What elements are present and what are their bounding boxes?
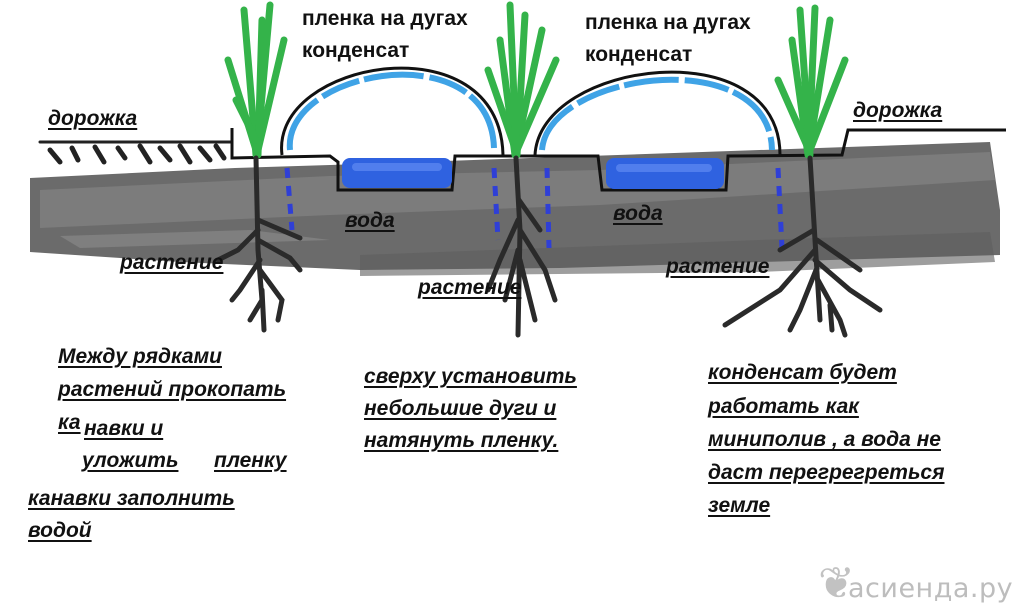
plant-left <box>224 1 288 159</box>
note-right-line3: миниполив , а вода не <box>708 428 941 451</box>
roots-left <box>215 155 303 333</box>
film-arc-left <box>280 66 505 156</box>
watermark-text: асиенда.ру <box>848 573 1014 604</box>
ground-profile <box>230 128 1006 192</box>
note-right-line2: работать как <box>708 395 859 418</box>
note-right-line5: земле <box>708 494 771 517</box>
path-hatching-left <box>38 140 234 165</box>
note-left-line2: растений прокопать <box>58 378 287 401</box>
water-right <box>606 158 724 189</box>
label-water-left: вода <box>345 209 395 232</box>
note-middle-line3: натянуть пленку. <box>364 429 559 452</box>
label-film-top-left: пленка на дугах <box>302 7 468 30</box>
note-right-line4: даст перегрегреться <box>708 461 945 484</box>
note-left-line1: Между рядками <box>58 345 222 368</box>
label-path-right: дорожка <box>853 99 943 122</box>
label-water-right: вода <box>613 202 663 225</box>
plant-middle <box>484 1 560 159</box>
roots-middle <box>485 155 558 338</box>
plant-right <box>774 4 849 159</box>
note-left-line4b: пленку <box>214 449 287 472</box>
note-left-line5: канавки заполнить <box>28 487 235 510</box>
label-condensate-left: конденсат <box>302 39 410 62</box>
note-middle-line2: небольшие дуги и <box>364 397 557 420</box>
roots-right <box>722 155 883 338</box>
note-right-line1: конденсат будет <box>708 361 897 384</box>
note-left-line4a: уложить <box>82 449 179 472</box>
note-middle-line1: сверху установить <box>364 365 577 388</box>
note-left-line3b: навки и <box>84 417 164 440</box>
label-plant-right: растение <box>666 255 770 278</box>
watermark-leaf-icon: ❦ <box>818 558 855 609</box>
condensate-drips <box>284 167 785 249</box>
note-left-line3a: ка <box>58 411 81 434</box>
film-arc-right <box>533 70 782 156</box>
label-plant-left: растение <box>120 251 224 274</box>
water-left <box>342 158 452 188</box>
note-left-line6: водой <box>28 519 92 542</box>
label-path-left: дорожка <box>48 107 138 130</box>
label-plant-middle: растение <box>418 276 522 299</box>
label-film-top-right: пленка на дугах <box>585 11 751 34</box>
label-condensate-right: конденсат <box>585 43 693 66</box>
